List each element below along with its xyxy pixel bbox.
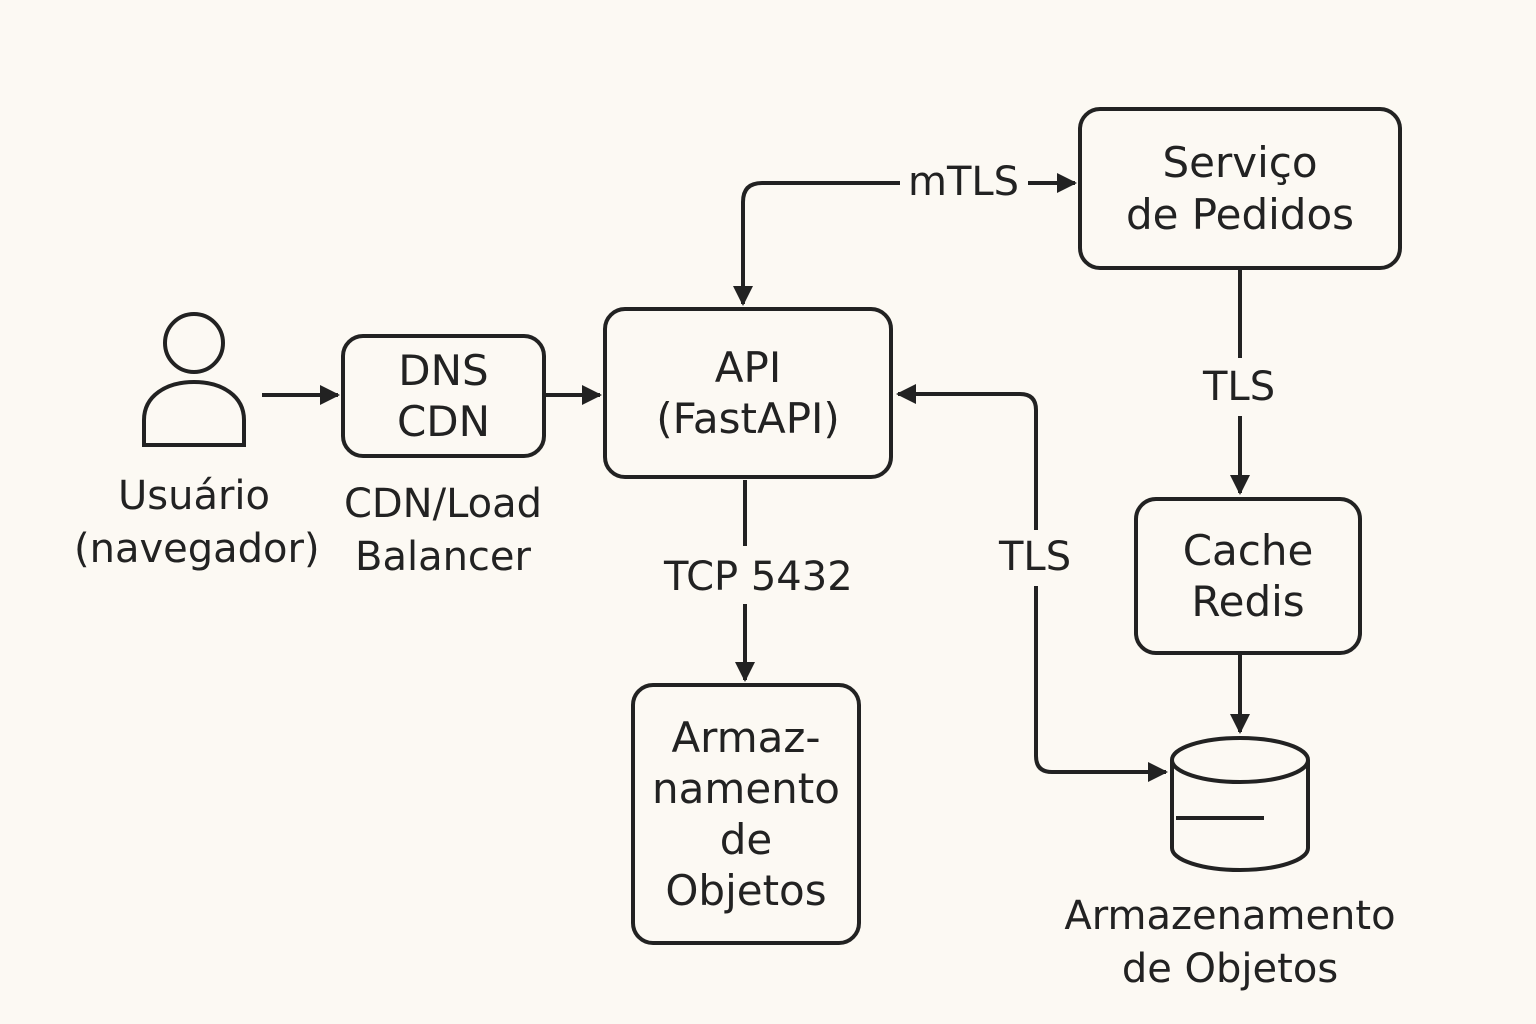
dns-cdn-caption-line1: CDN/Load <box>343 481 543 527</box>
redis-line2: Redis <box>1191 577 1305 626</box>
db-caption-line2: de Objetos <box>1121 945 1339 992</box>
user-icon <box>142 312 246 447</box>
obj-box-line1: Armaz- <box>671 712 821 762</box>
object-storage-box: Armaz- namento de Objetos <box>631 683 861 945</box>
edge-tls-db-bottom <box>1034 586 1168 782</box>
api-line2: (FastAPI) <box>656 394 840 443</box>
pedidos-line1: Serviço <box>1162 138 1318 188</box>
obj-box-line3: de <box>719 815 773 864</box>
db-caption-line1: Armazenamento <box>1064 893 1396 939</box>
dns-cdn-caption: CDN/Load Balancer <box>318 478 568 584</box>
api-line1: API <box>714 342 782 392</box>
edge-mtls <box>733 181 900 306</box>
dns-cdn-caption-line2: Balancer <box>355 533 531 580</box>
dns-cdn-line1: DNS <box>398 345 489 395</box>
tls-pedidos-redis-label: TLS <box>1197 367 1282 407</box>
user-label-line2: (navegador) <box>74 525 320 572</box>
db-caption: Armazenamento de Objetos <box>1050 890 1410 996</box>
database-icon <box>1170 736 1310 872</box>
api-box: API (FastAPI) <box>603 307 893 479</box>
edge-tls-api-top <box>896 384 1038 530</box>
pedidos-line2: de Pedidos <box>1125 189 1355 239</box>
redis-box: Cache Redis <box>1134 497 1362 655</box>
dns-cdn-line2: CDN <box>396 397 491 446</box>
dns-cdn-box: DNS CDN <box>341 334 546 458</box>
pedidos-box: Serviço de Pedidos <box>1078 107 1402 270</box>
mtls-label: mTLS <box>902 162 1026 202</box>
obj-box-line2: namento <box>652 763 840 813</box>
user-label: Usuário (navegador) <box>74 470 320 576</box>
tls-api-db-label: TLS <box>993 537 1078 577</box>
tcp-label: TCP 5432 <box>658 557 859 597</box>
redis-line1: Cache <box>1182 525 1314 575</box>
user-label-line1: Usuário <box>117 473 270 519</box>
obj-box-line4: Objetos <box>665 866 827 916</box>
